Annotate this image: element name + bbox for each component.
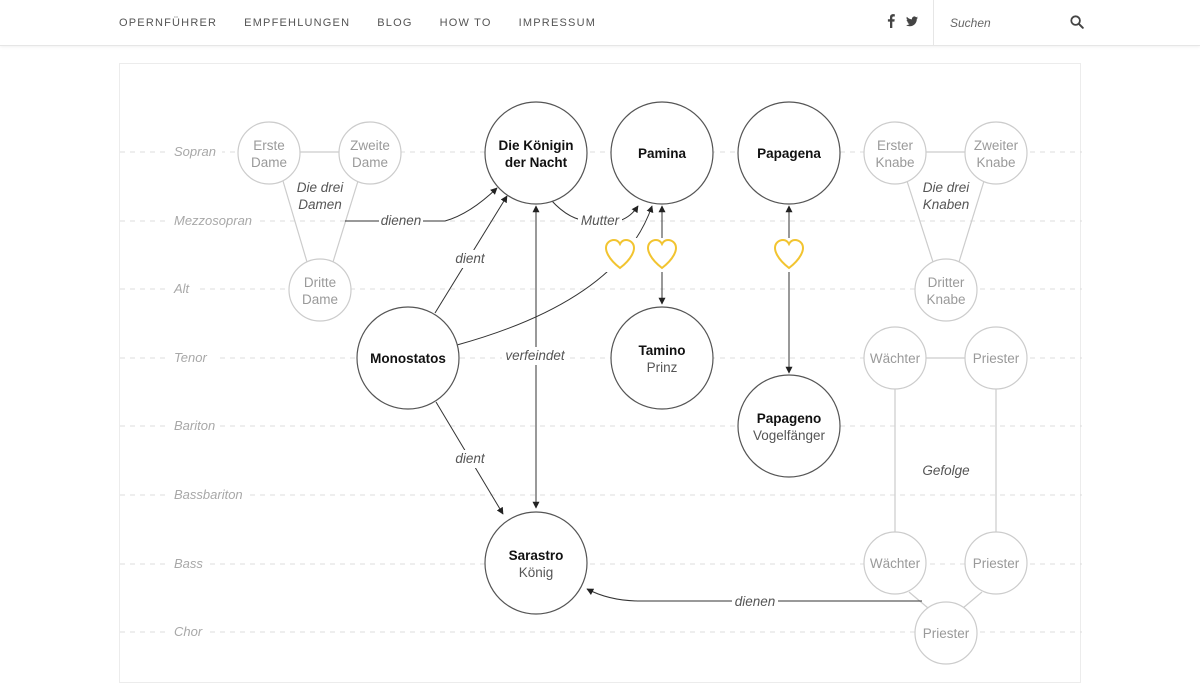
node-label: Zweiter: [974, 138, 1019, 153]
relation-label-drei-knaben: Knaben: [923, 197, 970, 212]
edge-erster-dritter-knabe: [906, 180, 934, 263]
relation-label-dient: dient: [455, 251, 486, 266]
voice-label-mezzosopran: Mezzosopran: [174, 213, 252, 228]
node-circle-zweite-dame[interactable]: [338, 121, 402, 185]
heart-icon: [646, 238, 678, 270]
node-label: Priester: [973, 351, 1020, 366]
node-circle-erste-dame[interactable]: [237, 121, 301, 185]
minor-node-labels: Erste Dame Zweite Dame Dritte Dame Erste…: [251, 138, 1020, 641]
node-label-role: König: [519, 565, 554, 580]
nav-impressum[interactable]: IMPRESSUM: [518, 16, 597, 29]
relation-label-drei-damen: Die drei: [297, 180, 345, 195]
relation-label-gefolge-dienen: dienen: [735, 594, 776, 609]
node-label: Knabe: [926, 292, 965, 307]
node-label-name: Papageno: [757, 411, 822, 426]
node-circle-waechter-tenor[interactable]: [863, 326, 927, 390]
relation-labels: Die drei Damen dienen Mutter dient verfe…: [297, 180, 971, 609]
voice-label-sopran: Sopran: [174, 144, 216, 159]
voice-label-bass: Bass: [174, 556, 203, 571]
relation-label-dient: dient: [455, 451, 486, 466]
main-node-labels: Die Königin der Nacht Pamina Papagena Mo…: [370, 138, 825, 580]
node-label: Dame: [302, 292, 338, 307]
nav-opernfuehrer[interactable]: OPERNFÜHRER: [119, 16, 218, 29]
search-icon[interactable]: [1070, 15, 1084, 29]
node-label-name: der Nacht: [505, 155, 568, 170]
node-label-name: Tamino: [639, 343, 686, 358]
node-circle-erster-knabe[interactable]: [863, 121, 927, 185]
node-circle-waechter-bass[interactable]: [863, 531, 927, 595]
node-label-role: Vogelfänger: [753, 428, 826, 443]
node-label-name: Papagena: [757, 146, 821, 161]
node-label: Zweite: [350, 138, 390, 153]
node-label: Priester: [923, 626, 970, 641]
nav-empfehlungen[interactable]: EMPFEHLUNGEN: [244, 16, 351, 29]
node-label-name: Monostatos: [370, 351, 446, 366]
love-markers: [604, 238, 805, 270]
node-label: Dritter: [928, 275, 965, 290]
edge-zweiter-dritter-knabe: [958, 180, 985, 263]
node-circle-sarastro[interactable]: [484, 511, 588, 615]
relation-label-damen-dienen: dienen: [381, 213, 422, 228]
voice-label-chor: Chor: [174, 624, 203, 639]
node-circle-monostatos[interactable]: [356, 306, 460, 410]
node-label: Knabe: [976, 155, 1015, 170]
heart-icon: [604, 238, 636, 270]
facebook-icon[interactable]: [886, 14, 896, 28]
node-circle-tamino[interactable]: [610, 306, 714, 410]
edge-erste-dritte-dame: [282, 180, 308, 263]
voice-labels: Sopran Mezzosopran Alt Tenor Bariton Bas…: [166, 140, 256, 642]
voice-label-alt: Alt: [173, 281, 191, 296]
voice-label-tenor: Tenor: [174, 350, 207, 365]
node-circle-papageno[interactable]: [737, 374, 841, 478]
relation-label-gefolge: Gefolge: [922, 463, 969, 478]
node-circle-dritter-knabe[interactable]: [914, 258, 978, 322]
edge-damen-dienen: [345, 187, 498, 222]
edge-monostatos-pamina: [456, 205, 654, 346]
node-label-name: Die Königin: [499, 138, 574, 153]
node-label: Dame: [251, 155, 287, 170]
relation-label-drei-knaben: Die drei: [923, 180, 971, 195]
node-circle-zweiter-knabe[interactable]: [964, 121, 1028, 185]
node-label: Wächter: [870, 556, 921, 571]
node-label: Dritte: [304, 275, 336, 290]
top-navigation-bar: OPERNFÜHRER EMPFEHLUNGEN BLOG HOW TO IMP…: [0, 0, 1200, 46]
edge-waechter-bass-chor: [908, 591, 929, 609]
search-input[interactable]: [948, 12, 1062, 34]
minor-connections: [282, 151, 997, 609]
node-label: Dame: [352, 155, 388, 170]
twitter-icon[interactable]: [906, 14, 918, 28]
relation-label-mutter: Mutter: [581, 213, 620, 228]
node-circle-dritte-dame[interactable]: [288, 258, 352, 322]
social-links: [886, 14, 918, 28]
node-label-name: Pamina: [638, 146, 687, 161]
nav-blog[interactable]: BLOG: [377, 16, 413, 29]
voice-label-bassbariton: Bassbariton: [174, 487, 243, 502]
node-circle-priester-bass[interactable]: [964, 531, 1028, 595]
main-node-circles: [356, 101, 841, 615]
node-label: Priester: [973, 556, 1020, 571]
node-label-name: Sarastro: [509, 548, 564, 563]
node-label: Knabe: [875, 155, 914, 170]
edge-gefolge-dienen: [586, 588, 922, 602]
main-nav: OPERNFÜHRER EMPFEHLUNGEN BLOG HOW TO IMP…: [119, 0, 623, 45]
relation-label-drei-damen: Damen: [298, 197, 342, 212]
node-label: Wächter: [870, 351, 921, 366]
node-circle-pamina[interactable]: [610, 101, 714, 205]
node-circle-priester-tenor[interactable]: [964, 326, 1028, 390]
minor-node-circles: [237, 121, 1028, 665]
node-label-role: Prinz: [647, 360, 678, 375]
search-box: [933, 0, 1084, 45]
node-label: Erster: [877, 138, 914, 153]
voice-label-bariton: Bariton: [174, 418, 215, 433]
node-circle-priester-chor[interactable]: [914, 601, 978, 665]
nav-how-to[interactable]: HOW TO: [439, 16, 492, 29]
node-circle-koenigin[interactable]: [484, 101, 588, 205]
relation-label-verfeindet: verfeindet: [505, 348, 566, 363]
node-circle-papagena[interactable]: [737, 101, 841, 205]
heart-icon: [773, 238, 805, 270]
node-label: Erste: [253, 138, 285, 153]
edge-priester-bass-chor: [962, 591, 983, 609]
